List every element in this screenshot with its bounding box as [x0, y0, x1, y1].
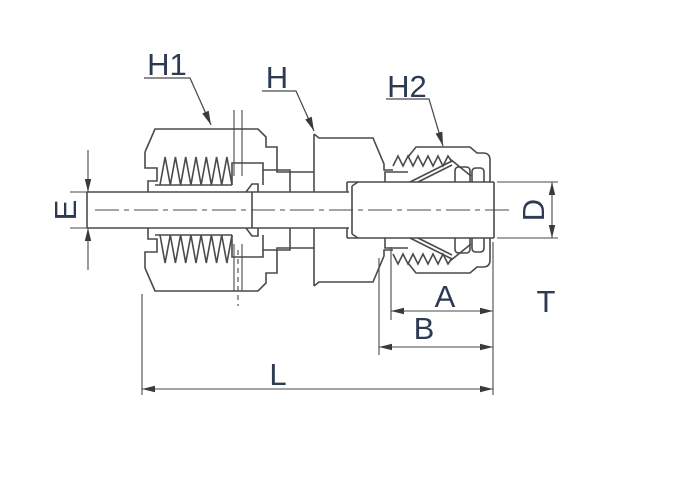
- label-b: B: [414, 311, 435, 346]
- label-h: H: [266, 60, 288, 95]
- label-l: L: [269, 357, 286, 392]
- nut-cross-hole-lines: [233, 110, 243, 306]
- right-nut-h2: [407, 146, 491, 274]
- leader-h: H: [262, 60, 315, 132]
- leader-arrow-h2: [435, 131, 443, 146]
- body-hex: [313, 133, 408, 287]
- dim-b: B: [378, 258, 493, 355]
- ferrules: [409, 158, 485, 262]
- dim-a: A: [390, 247, 493, 320]
- label-e: E: [48, 200, 83, 221]
- dim-e: E: [48, 150, 92, 270]
- left-tube: [86, 183, 349, 237]
- dim-d: D: [497, 181, 558, 239]
- label-d: D: [516, 199, 551, 221]
- leader-h2: H2: [386, 69, 444, 147]
- dim-l: L: [141, 242, 494, 395]
- leader-arrow-h: [305, 116, 314, 131]
- leader-h1: H1: [144, 47, 212, 126]
- label-h1: H1: [147, 47, 187, 82]
- label-t: T: [537, 284, 556, 319]
- label-t-group: T: [537, 284, 556, 319]
- label-a: A: [435, 279, 456, 314]
- label-h2: H2: [387, 69, 427, 104]
- left-nut-h1: [144, 128, 314, 292]
- right-tube: [346, 181, 495, 239]
- leader-arrow-h1: [202, 110, 211, 125]
- left-nut-threads: [155, 156, 291, 264]
